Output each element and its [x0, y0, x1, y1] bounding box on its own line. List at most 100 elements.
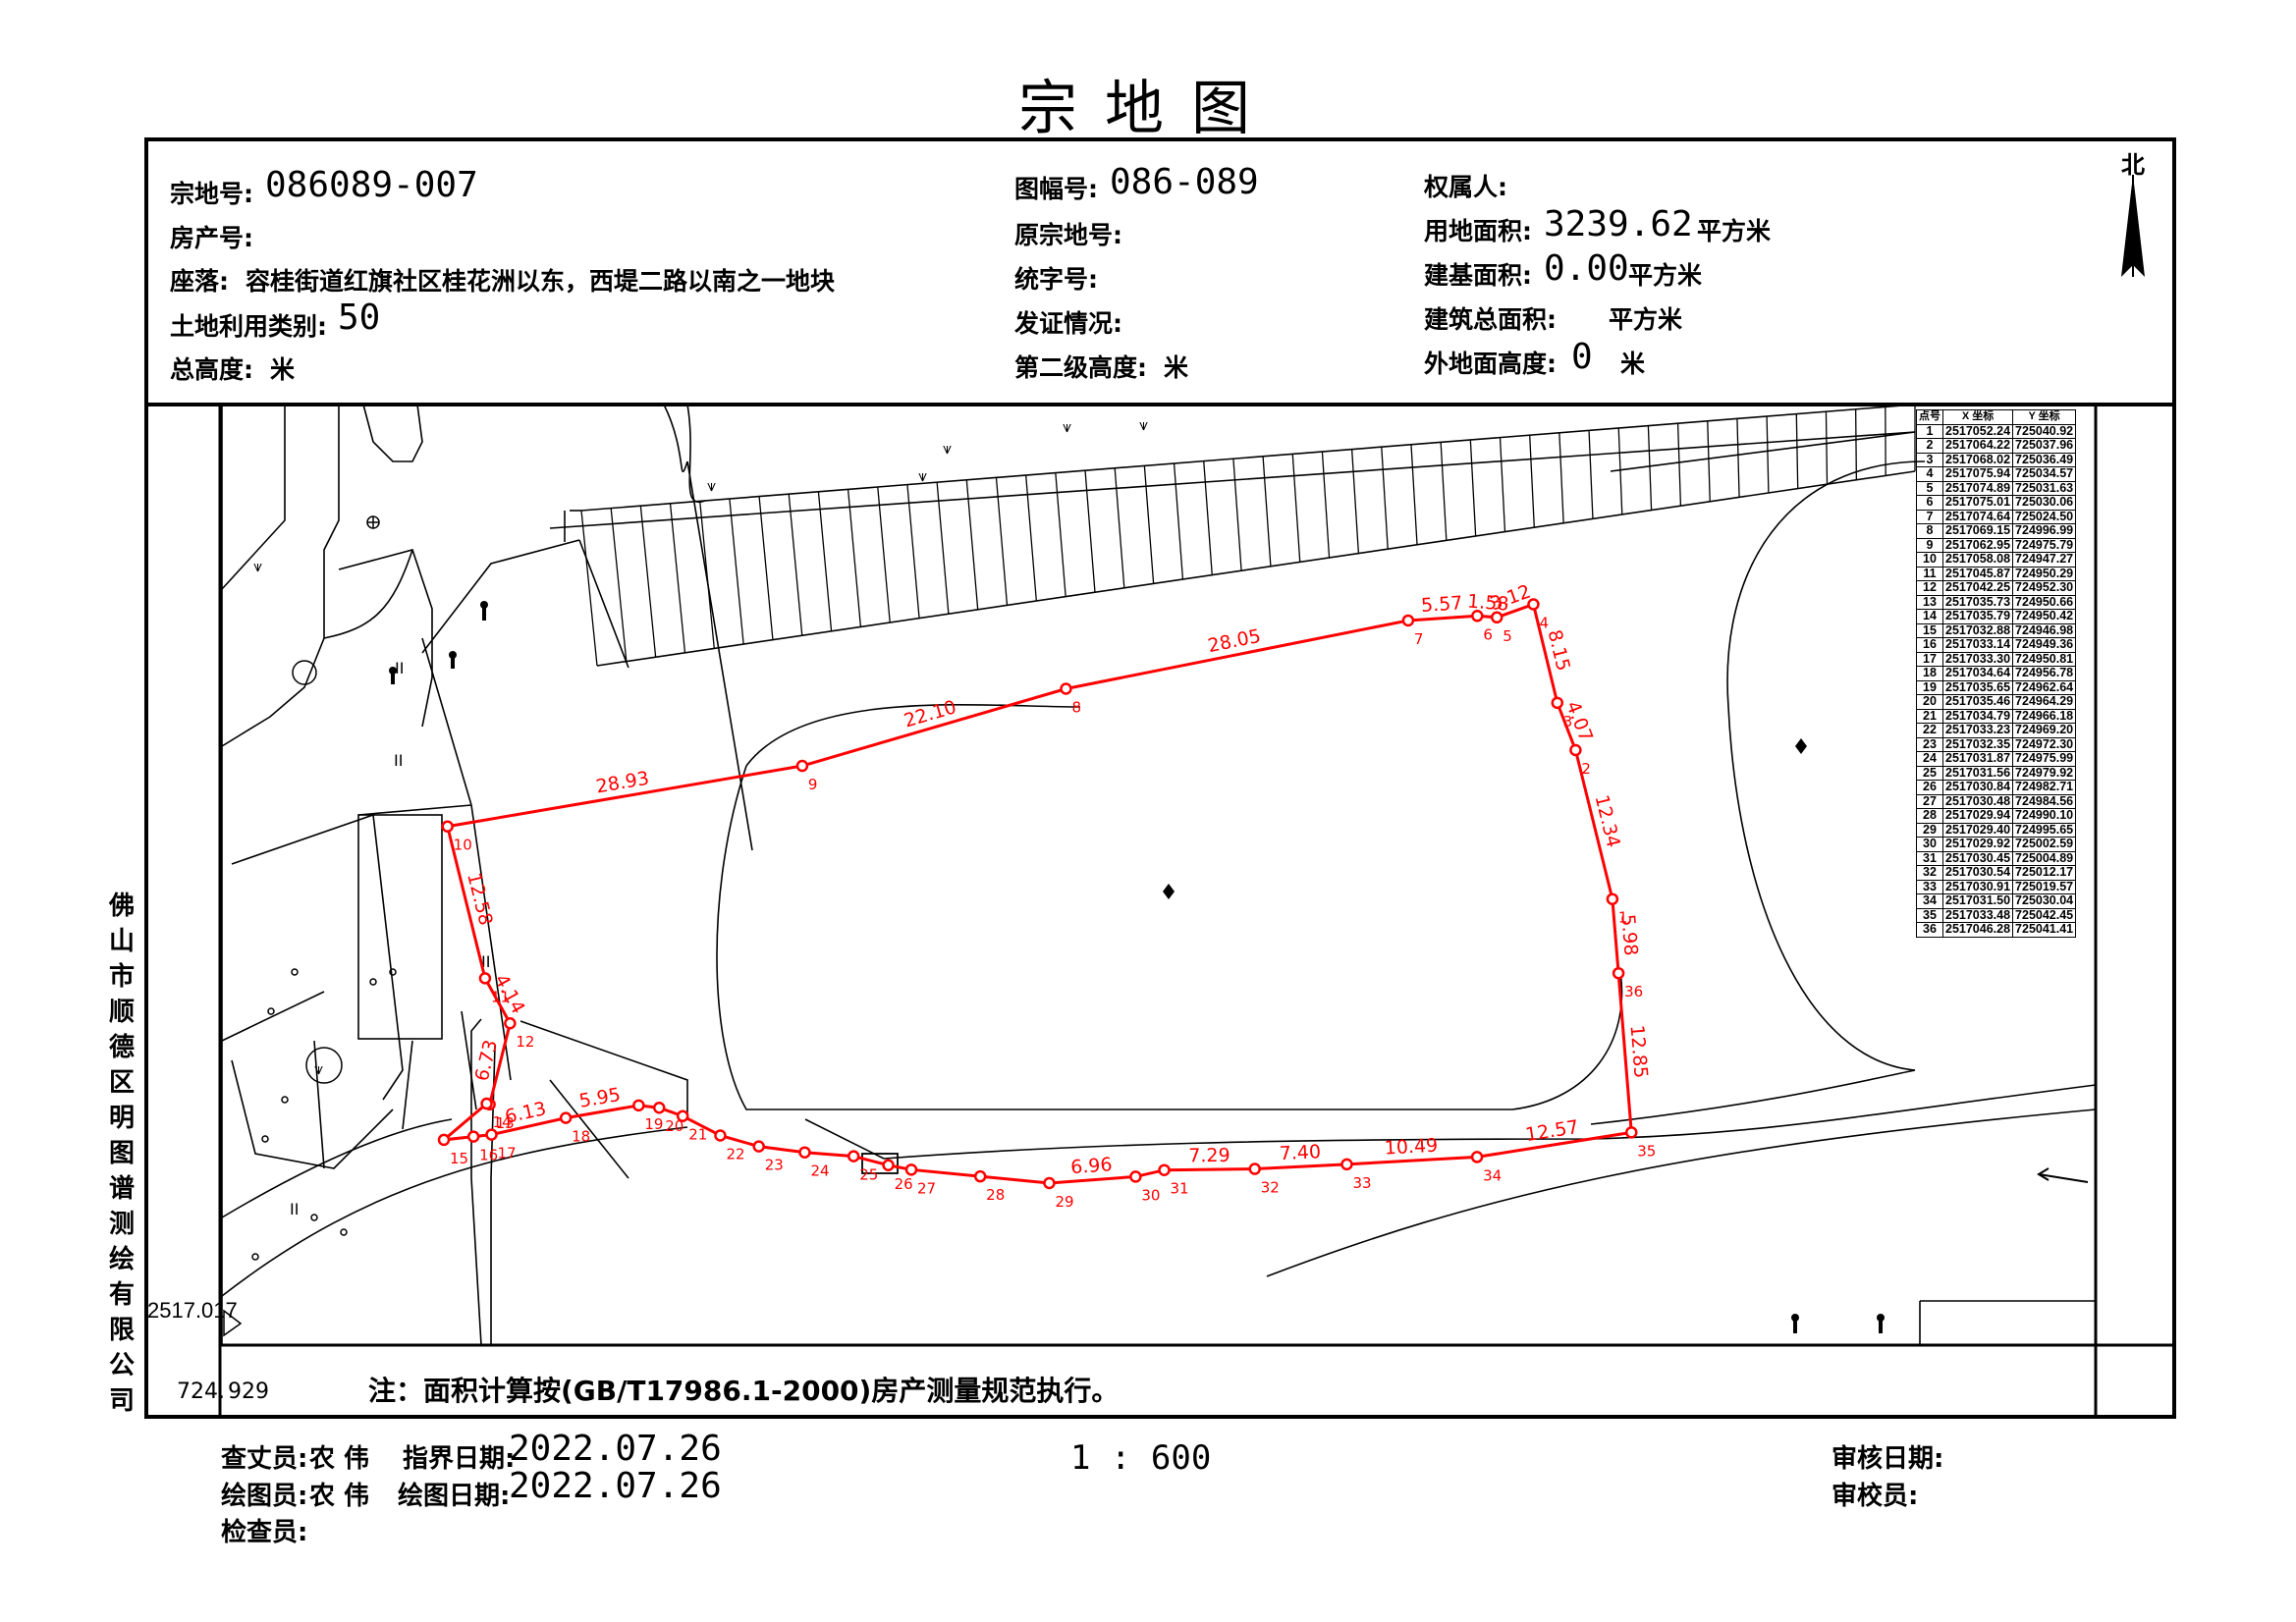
boundary-point	[973, 1169, 987, 1183]
boundary-point-label: 6	[1483, 625, 1493, 643]
cell-point: 36	[1916, 922, 1943, 938]
boundary-point-label: 33	[1352, 1174, 1371, 1192]
boundary-point-label: 13	[496, 1114, 515, 1132]
cell-y: 725042.45	[2012, 907, 2077, 923]
boundary-point-label: 24	[810, 1162, 829, 1180]
boundary-point	[1248, 1162, 1261, 1175]
cell-x: 2517064.22	[1941, 438, 2014, 454]
cell-y: 725030.06	[2012, 495, 2077, 511]
house-no-label: 房产号:	[170, 224, 253, 252]
hatch-line	[906, 484, 920, 619]
svg-text:II: II	[395, 659, 404, 677]
cell-point: 33	[1916, 879, 1943, 894]
cell-x: 2517035.46	[1941, 694, 2014, 710]
floor-area-unit: 平方米	[1609, 305, 1683, 334]
svg-text:⩛: ⩛	[314, 1059, 323, 1078]
cell-x: 2517033.14	[1941, 637, 2014, 653]
cell-y: 724950.81	[2012, 651, 2077, 667]
page-title: 宗地图	[1018, 75, 1278, 143]
land-area-unit: 平方米	[1697, 217, 1772, 245]
boundary-point-label: 15	[450, 1150, 468, 1167]
boundary-date: 2022.07.26	[509, 1429, 722, 1469]
svg-text:⩛: ⩛	[253, 557, 262, 575]
cell-x: 2517030.84	[1941, 780, 2014, 795]
cell-x: 2517068.02	[1941, 452, 2014, 467]
cell-x: 2517069.15	[1941, 523, 2014, 539]
edge-length-label: 5.98	[1616, 913, 1641, 956]
boundary-point	[632, 1099, 645, 1112]
review-date-label: 审核日期:	[1831, 1444, 1944, 1474]
outer-height-label: 外地面高度:	[1424, 350, 1557, 378]
hatch-line	[1736, 418, 1740, 498]
cell-point: 20	[1916, 694, 1943, 710]
cell-x: 2517035.73	[1941, 594, 2014, 610]
boundary-point	[437, 1133, 451, 1147]
boundary-point	[485, 1128, 498, 1141]
cell-y: 724984.56	[2012, 793, 2077, 809]
cell-y: 724950.42	[2012, 609, 2077, 624]
grid-x-label-a: 724.	[177, 1379, 225, 1404]
base-area-label: 建基面积:	[1424, 261, 1532, 290]
cell-point: 24	[1916, 751, 1943, 767]
cell-x: 2517033.48	[1941, 907, 2014, 923]
cell-y: 724995.65	[2012, 822, 2077, 838]
cell-x: 2517042.25	[1941, 580, 2014, 596]
cell-point: 18	[1916, 666, 1943, 681]
hatch-line	[1440, 442, 1448, 541]
boundary-point	[1527, 598, 1540, 611]
boundary-point-label: 11	[491, 988, 510, 1005]
second-height-unit: 米	[1164, 353, 1189, 382]
boundary-point	[1470, 1151, 1484, 1163]
hatch-line	[1114, 467, 1125, 588]
marsh-icons: ⩛ ⩛ ⩛ ⩛ ⩛ ⩛ ⩛	[253, 415, 1148, 1078]
cell-y: 724969.20	[2012, 723, 2077, 738]
hatch-line	[1350, 449, 1360, 554]
cell-y: 724947.27	[2012, 552, 2077, 568]
hatch-line	[669, 503, 686, 653]
boundary-point-label: 4	[1539, 614, 1549, 631]
cell-x: 2517030.45	[1941, 850, 2014, 866]
investigator-label: 查丈员:	[221, 1444, 308, 1474]
cell-y: 725031.63	[2012, 480, 2077, 496]
boundary-point-label: 23	[765, 1157, 784, 1174]
boundary-point-label: 29	[1055, 1193, 1073, 1211]
land-use-label: 土地利用类别:	[170, 312, 327, 341]
boundary-point	[1471, 610, 1484, 622]
tree-icons	[389, 601, 1885, 1333]
cell-x: 2517031.56	[1941, 765, 2014, 781]
boundary-point	[1043, 1176, 1056, 1190]
hatch-line	[1707, 420, 1711, 502]
svg-text:⩛: ⩛	[943, 439, 952, 458]
hatch-line	[580, 510, 598, 667]
boundary-point	[676, 1109, 689, 1122]
cell-y: 725012.17	[2012, 865, 2077, 881]
cell-y: 724972.30	[2012, 736, 2077, 752]
boundary-point-label: 10	[454, 837, 472, 854]
column-point: 点号	[1916, 409, 1943, 425]
boundary-point	[714, 1129, 727, 1142]
boundary-point-label: 19	[644, 1115, 663, 1133]
orig-parcel-label: 原宗地号:	[1014, 221, 1122, 249]
draw-date-label: 绘图日期:	[398, 1482, 511, 1511]
boundary-point	[752, 1140, 765, 1153]
cell-x: 2517074.64	[1941, 509, 2014, 524]
boundary-point-label: 36	[1624, 983, 1643, 1000]
cell-point: 22	[1916, 723, 1943, 738]
cell-x: 2517030.54	[1941, 865, 2014, 881]
cell-x: 2517031.87	[1941, 751, 2014, 767]
